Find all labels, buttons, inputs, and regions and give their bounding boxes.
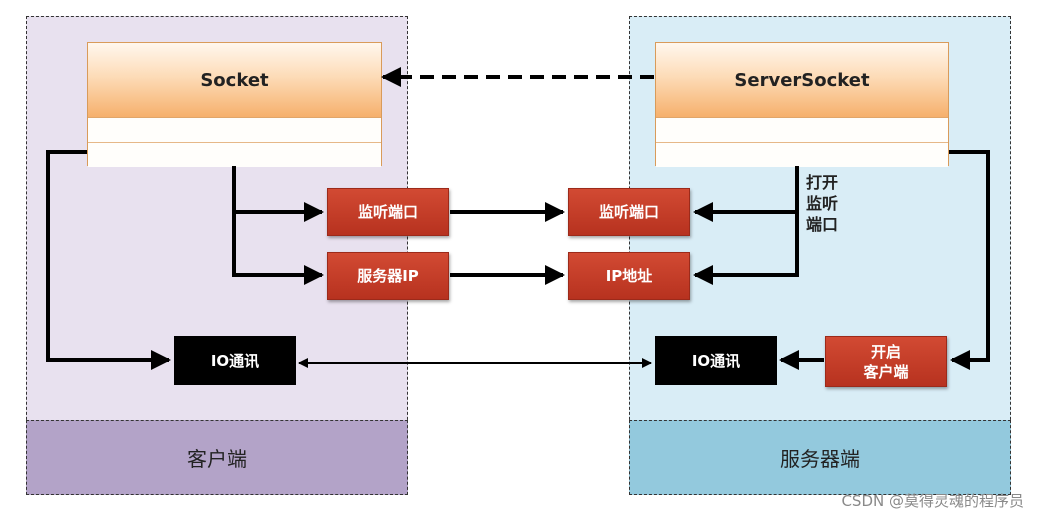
socket-to-listen-port-line <box>232 166 324 222</box>
client-server-ip-box: 服务器IP <box>327 252 449 300</box>
serversocket-class-row <box>656 143 948 167</box>
socket-to-client-io-line <box>46 150 171 370</box>
serversocket-to-ip-line <box>693 212 799 285</box>
serversocket-to-open-client-line <box>949 150 990 370</box>
client-section-label: 客户端 <box>26 420 408 495</box>
serversocket-class-row <box>656 118 948 143</box>
open-client-box: 开启 客户端 <box>825 336 947 387</box>
server-listen-port-box: 监听端口 <box>568 188 690 236</box>
socket-class-row <box>88 143 381 167</box>
serversocket-class-name: ServerSocket <box>656 43 948 118</box>
server-section-label: 服务器端 <box>629 420 1011 495</box>
socket-to-server-ip-line <box>232 212 324 285</box>
serversocket-class-box: ServerSocket <box>655 42 949 167</box>
open-listen-port-note: 打开 监听 端口 <box>806 173 839 234</box>
watermark: CSDN @莫得灵魂的程序员 <box>841 492 1024 510</box>
client-listen-port-box: 监听端口 <box>327 188 449 236</box>
socket-class-row <box>88 118 381 143</box>
serversocket-to-listen-port-line <box>693 166 799 222</box>
server-io-box: IO通讯 <box>655 336 777 385</box>
socket-class-box: Socket <box>87 42 382 167</box>
server-ip-address-box: IP地址 <box>568 252 690 300</box>
client-io-box: IO通讯 <box>174 336 296 385</box>
socket-class-name: Socket <box>88 43 381 118</box>
